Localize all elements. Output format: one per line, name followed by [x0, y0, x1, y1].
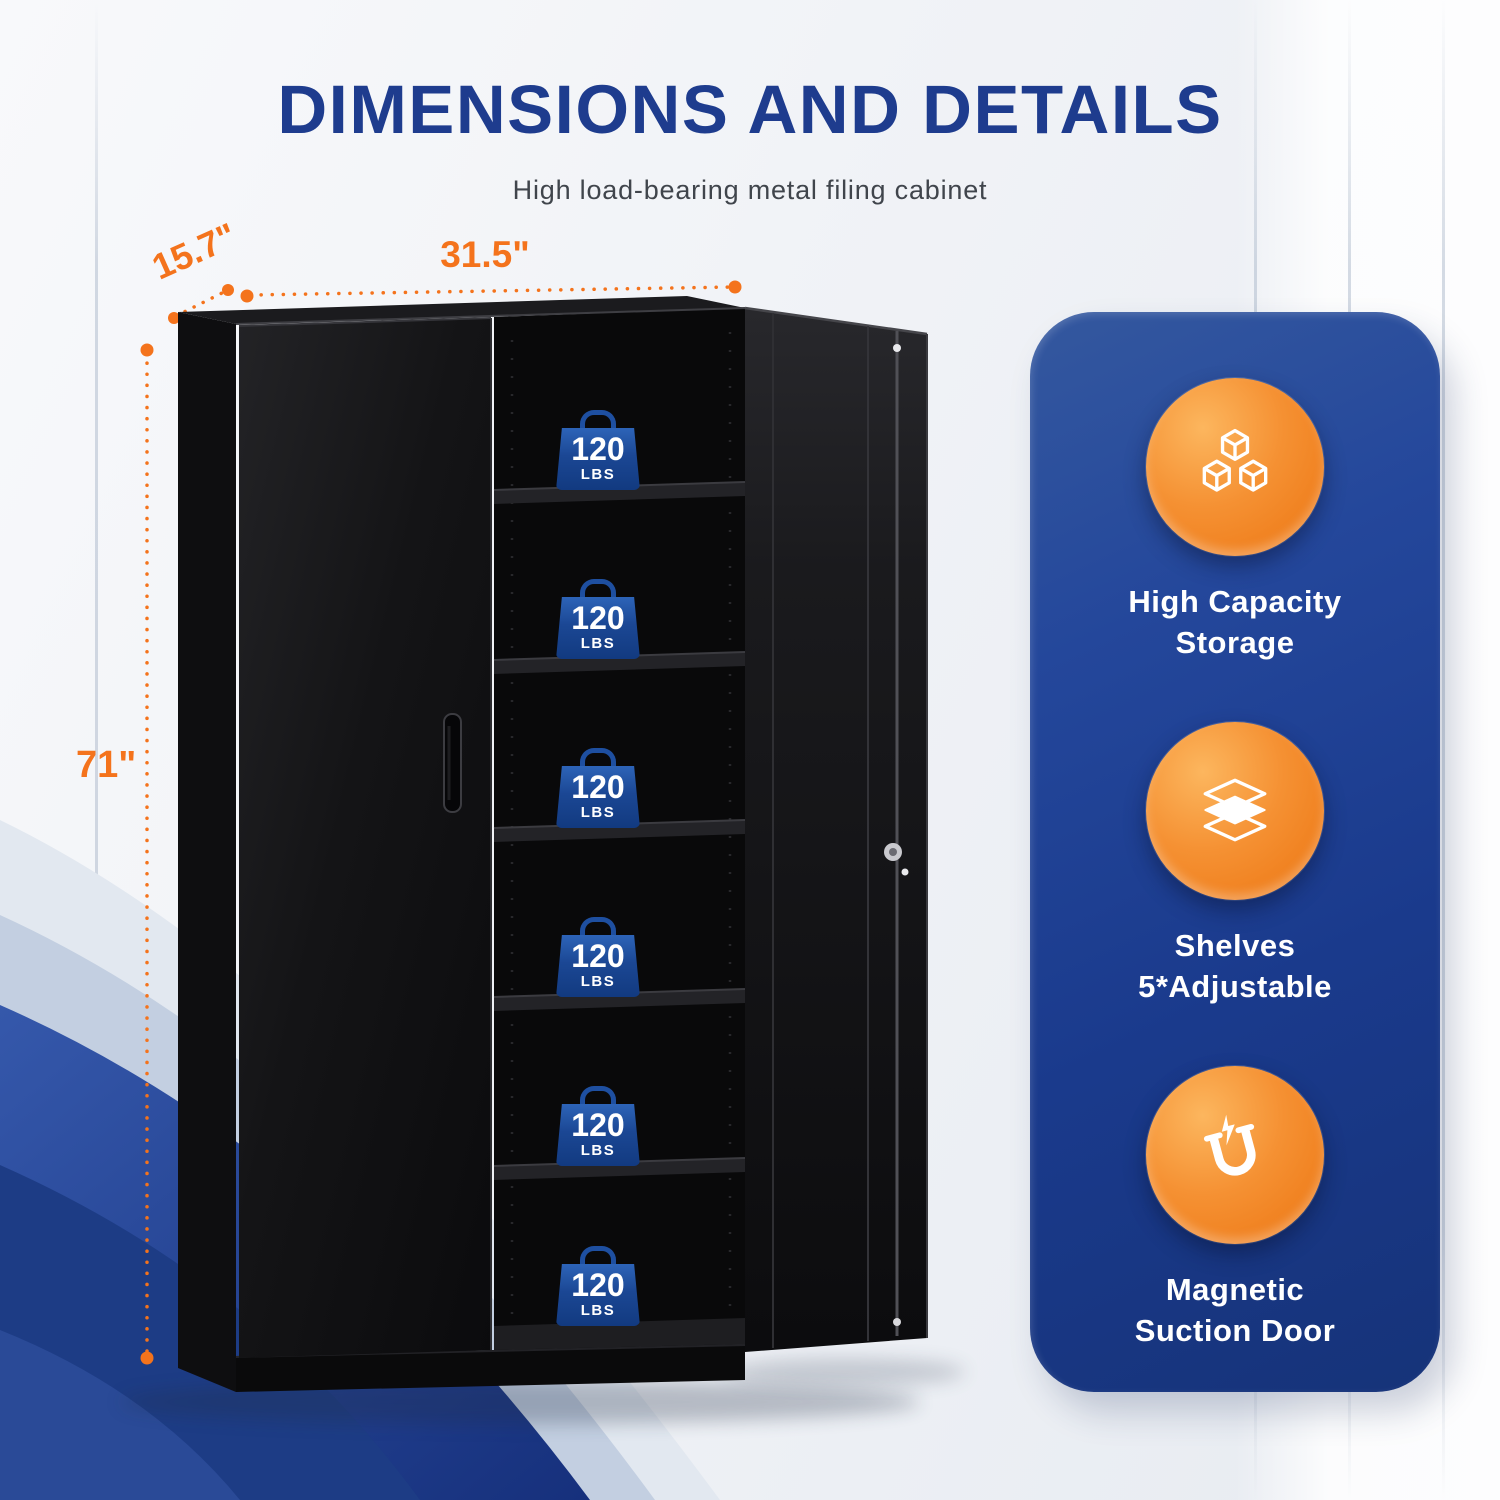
badge-unit: LBS — [580, 465, 616, 483]
cabinet-top — [178, 296, 745, 324]
wall-groove — [95, 0, 98, 1500]
feature-magnetic-door: Magnetic Suction Door — [1030, 1065, 1440, 1352]
badge-value: 120 — [571, 1107, 625, 1143]
feature-circle — [1146, 1065, 1324, 1244]
badge-unit: LBS — [580, 972, 616, 990]
feature-label: Shelves 5*Adjustable — [1030, 926, 1440, 1008]
badge-unit: LBS — [580, 1141, 616, 1159]
features-panel: High Capacity Storage Shelves 5*Adjustab… — [1030, 312, 1440, 1392]
badge-value: 120 — [571, 431, 625, 467]
feature-label-line2: Storage — [1175, 624, 1295, 660]
cabinet — [178, 296, 928, 1392]
shelves — [494, 482, 745, 1180]
feature-high-capacity: High Capacity Storage — [1030, 378, 1440, 664]
feature-label-line1: High Capacity — [1128, 584, 1342, 619]
feature-label-line1: Magnetic — [1165, 1271, 1305, 1307]
dimension-endpoint-dots — [140, 280, 742, 1365]
width-dimension-line — [248, 285, 734, 297]
feature-label-line1: Shelves — [1174, 927, 1296, 963]
badge-value: 120 — [571, 1267, 625, 1303]
door-shadow — [725, 1358, 965, 1386]
feature-circle — [1146, 721, 1324, 900]
dimension-label-width: 31.5" — [440, 234, 530, 275]
weight-bag-handle-icon — [580, 917, 616, 937]
feature-shelves: Shelves 5*Adjustable — [1030, 721, 1440, 1008]
door-handle — [443, 713, 462, 813]
feature-label-line2: 5*Adjustable — [1138, 968, 1332, 1004]
badge-value: 120 — [571, 769, 625, 805]
weight-bag-handle-icon — [580, 579, 616, 599]
closed-door — [239, 318, 491, 1358]
badge-unit: LBS — [580, 1301, 616, 1319]
feature-label: High Capacity Storage — [1030, 582, 1440, 664]
open-door — [745, 308, 927, 1352]
weight-bag-handle-icon — [580, 1086, 616, 1106]
badge-unit: LBS — [580, 803, 616, 821]
badge-value: 120 — [571, 600, 625, 636]
cabinet-side — [178, 312, 236, 1392]
layers-icon — [1203, 778, 1267, 842]
badge-value: 120 — [571, 938, 625, 974]
feature-label-line2: Suction Door — [1134, 1312, 1336, 1348]
weight-bag-handle-icon — [580, 1246, 616, 1266]
weight-bag-handle-icon — [580, 410, 616, 430]
feature-label: Magnetic Suction Door — [1030, 1270, 1440, 1352]
badge-unit: LBS — [580, 634, 616, 652]
floor-shadow — [120, 1380, 920, 1424]
page-title: DIMENSIONS AND DETAILS — [277, 71, 1223, 148]
weight-bag-handle-icon — [580, 748, 616, 768]
feature-circle — [1146, 378, 1324, 556]
dimension-label-height: 71" — [76, 744, 137, 786]
cabinet-base — [236, 1344, 745, 1392]
wall-groove — [1442, 0, 1445, 1500]
header: DIMENSIONS AND DETAILS High load-bearing… — [0, 70, 1500, 206]
cubes-icon — [1202, 428, 1268, 492]
page-subtitle: High load-bearing metal filing cabinet — [512, 175, 988, 205]
magnet-icon — [1203, 1114, 1256, 1176]
cabinet-floor — [494, 1318, 745, 1352]
